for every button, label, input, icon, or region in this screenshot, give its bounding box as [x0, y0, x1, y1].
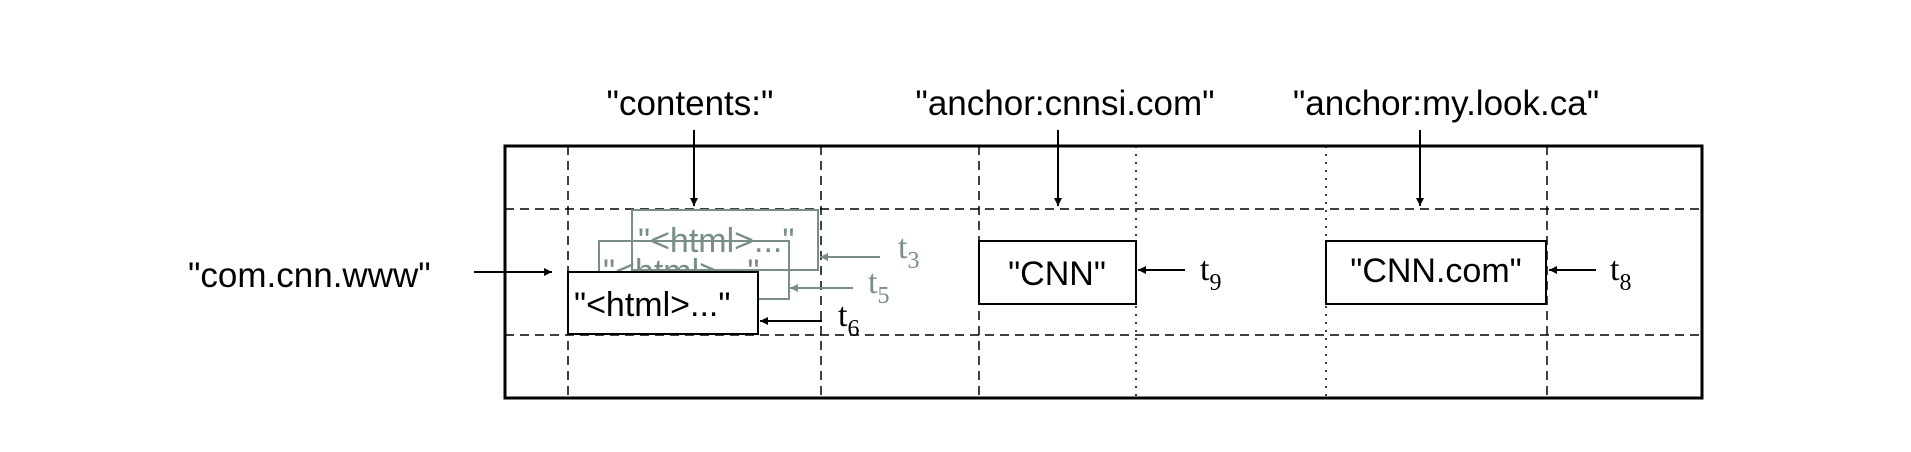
timestamp-t6: t6	[838, 297, 859, 342]
timestamp-t3: t3	[898, 229, 919, 274]
timestamp-t5: t5	[868, 264, 889, 309]
cell-anchor-mylook	[1325, 240, 1547, 305]
column-label-anchor-cnnsi: "anchor:cnnsi.com"	[915, 84, 1214, 123]
cell-value-anchor-mylook: "CNN.com"	[1350, 252, 1521, 290]
cell-version-t6	[567, 271, 759, 335]
cell-value-anchor-cnnsi: "CNN"	[1008, 255, 1106, 293]
cell-value-t6: "<html>..."	[574, 286, 730, 324]
cell-anchor-cnnsi	[978, 240, 1137, 305]
timestamp-t9: t9	[1200, 251, 1221, 296]
timestamp-t8: t8	[1610, 251, 1631, 296]
column-label-anchor-mylook: "anchor:my.look.ca"	[1293, 84, 1599, 123]
row-key-label: "com.cnn.www"	[188, 256, 431, 295]
column-label-contents: "contents:"	[607, 84, 774, 123]
